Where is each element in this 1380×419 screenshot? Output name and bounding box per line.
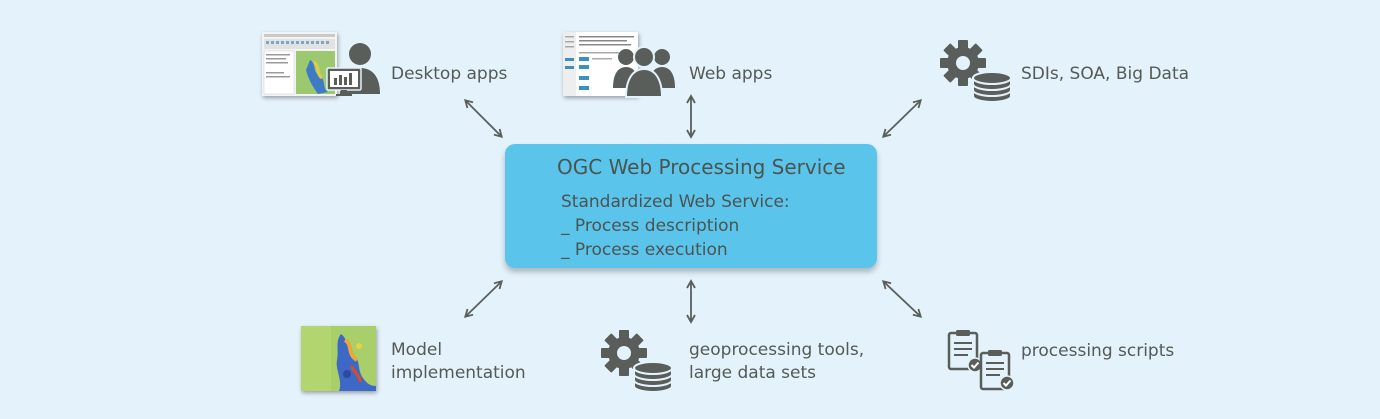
arrow-desktop: [464, 99, 503, 138]
person-monitor-icon: [326, 43, 380, 96]
desktop-app-screenshot: [262, 32, 337, 96]
sdi-label: SDIs, SOA, Big Data: [1021, 64, 1190, 84]
model-label-line2: implementation: [391, 363, 526, 383]
wps-title: OGC Web Processing Service: [557, 155, 846, 179]
processing-scripts-label: processing scripts: [1021, 341, 1175, 361]
desktop-apps-label: Desktop apps: [391, 64, 508, 84]
wps-subtitle: Standardized Web Service:: [561, 192, 790, 212]
gear-database-icon: [601, 330, 673, 392]
arrow-model: [463, 280, 504, 318]
wps-item-execution: _ Process execution: [561, 240, 728, 260]
arrow-sdi: [881, 99, 923, 138]
wps-item-description: _ Process description: [561, 216, 740, 236]
wps-description: Standardized Web Service: _ Process desc…: [561, 190, 790, 262]
wps-box: OGC Web Processing Service Standardized …: [505, 144, 877, 268]
group-icon: [613, 46, 675, 98]
model-label: Model implementation: [391, 339, 526, 385]
clipboard-check-icon: [947, 330, 1015, 391]
geoprocessing-label-line2: large data sets: [689, 363, 817, 383]
gear-database-icon: [940, 40, 1012, 102]
web-apps-label: Web apps: [689, 64, 773, 84]
web-app-screenshot: [563, 32, 638, 96]
model-output-map: [301, 326, 376, 391]
geoprocessing-label-line1: geoprocessing tools,: [689, 340, 865, 360]
model-label-line1: Model: [391, 340, 443, 360]
arrow-scripts: [881, 280, 923, 318]
geoprocessing-label: geoprocessing tools, large data sets: [689, 339, 864, 385]
